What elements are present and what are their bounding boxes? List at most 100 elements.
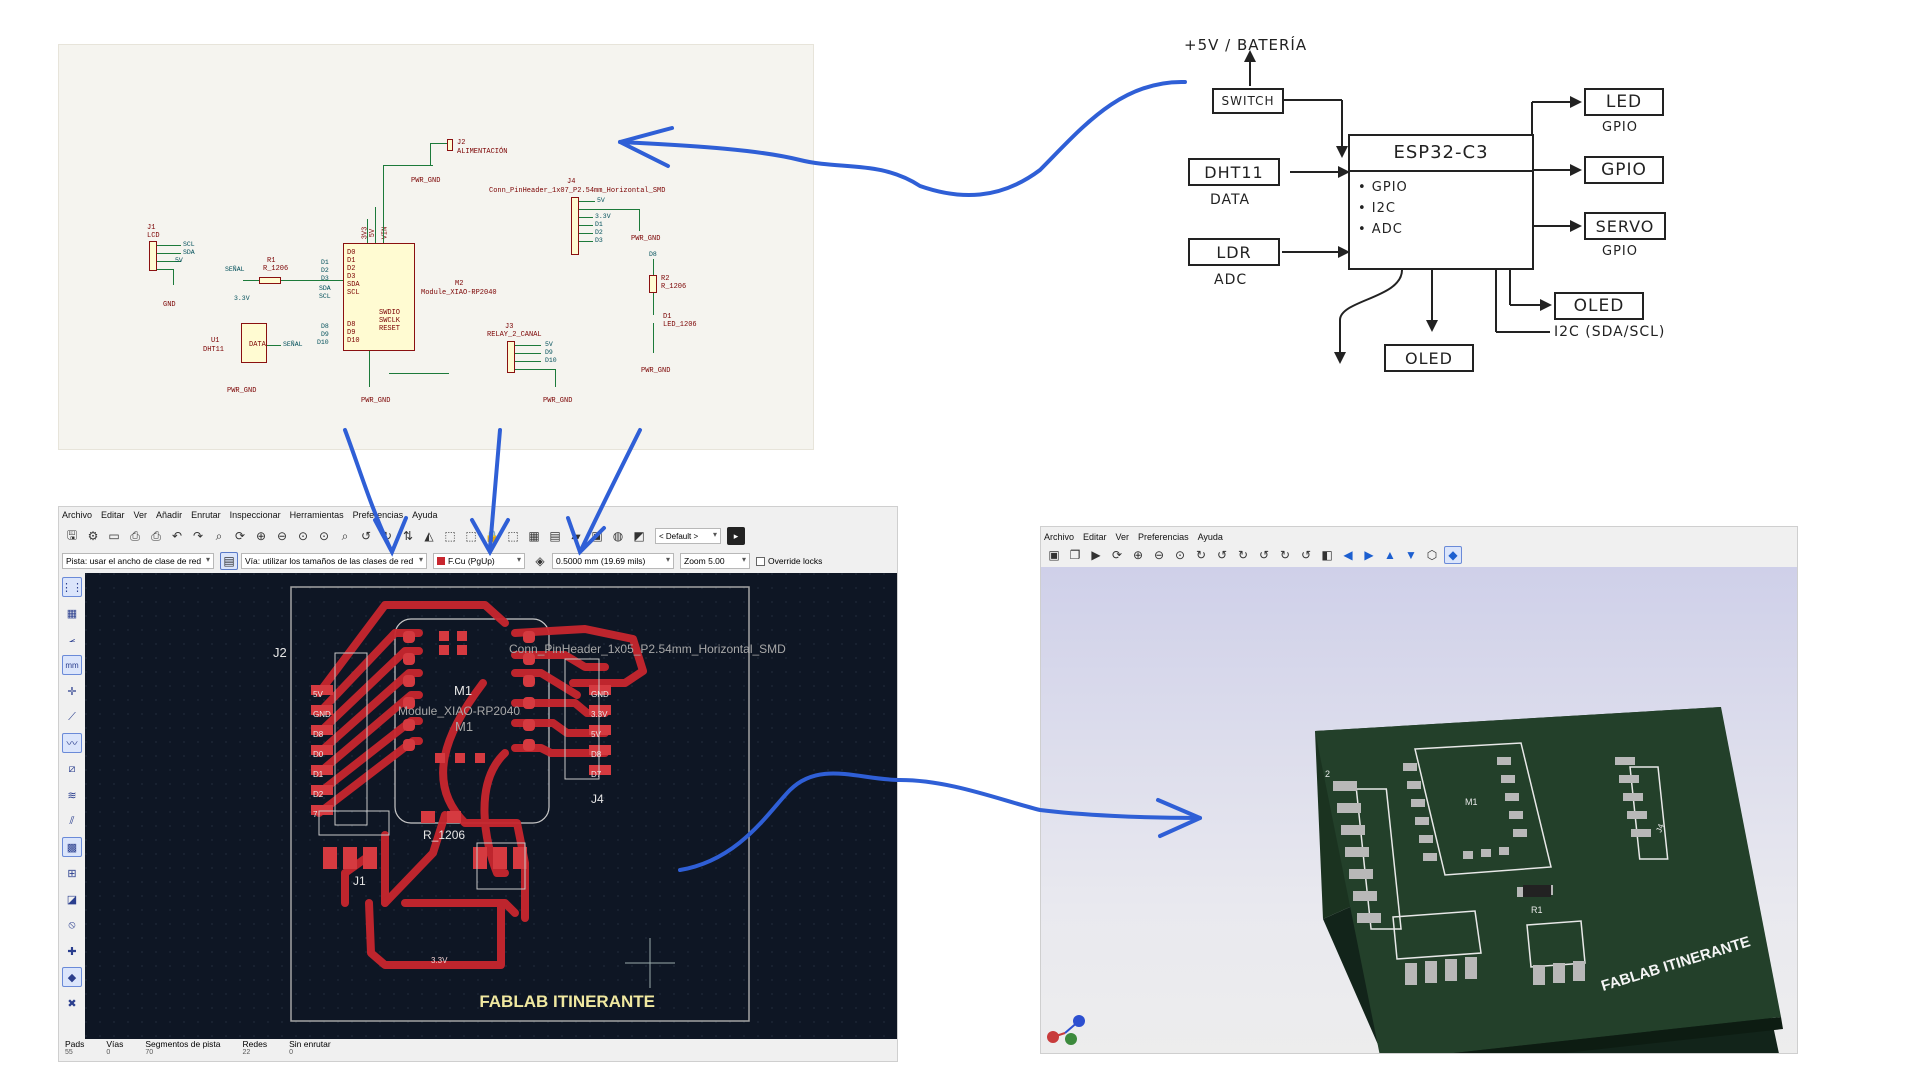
3d-copy-icon[interactable]: ❐ xyxy=(1069,548,1081,562)
via-size-select[interactable]: Vía: utilizar los tamaños de las clases … xyxy=(241,553,427,569)
ungroup-icon[interactable]: ⬚ xyxy=(465,529,477,543)
m2-pin-swdio: SWDIO xyxy=(379,309,401,317)
3d-menu-archivo[interactable]: Archivo xyxy=(1044,532,1075,542)
j3-pin-5v: 5V xyxy=(545,341,553,348)
netlist-icon[interactable]: ▦ xyxy=(528,529,540,543)
grid-overlay-icon[interactable]: ▦ xyxy=(66,607,78,620)
zoom-objects-icon[interactable]: ⊙ xyxy=(318,529,330,543)
group-icon[interactable]: ⬚ xyxy=(444,529,456,543)
3d-menu-ayuda[interactable]: Ayuda xyxy=(1197,532,1223,542)
3d-pan-left-icon[interactable]: ◀ xyxy=(1343,548,1353,562)
via-outline-icon[interactable]: ⫽ xyxy=(69,814,75,827)
layer-icon[interactable]: ◈ xyxy=(535,554,545,568)
3d-pan-down-icon[interactable]: ▼ xyxy=(1405,548,1417,562)
layer-pair-icon[interactable]: ◩ xyxy=(633,529,645,543)
scripting-icon[interactable]: ◍ xyxy=(612,529,624,543)
terminal-icon[interactable]: ▸ xyxy=(727,527,745,545)
zoom-out-icon[interactable]: ⊖ xyxy=(276,529,288,543)
mirror-icon[interactable]: ◭ xyxy=(424,529,434,543)
preset-select[interactable]: < Default > xyxy=(655,528,721,544)
grid-select[interactable]: 0.5000 mm (19.69 mils) xyxy=(552,553,674,569)
menu-preferencias[interactable]: Preferencias xyxy=(352,510,404,520)
layer-select[interactable]: F.Cu (PgUp) xyxy=(433,553,525,569)
ratsnest-icon[interactable]: ⟋ xyxy=(68,710,76,723)
pad-outline-icon[interactable]: ≋ xyxy=(67,789,77,802)
page-settings-icon[interactable]: ▭ xyxy=(108,529,120,543)
high-contrast-icon[interactable]: ▩ xyxy=(62,837,82,857)
zoom-selection-icon[interactable]: ⌕ xyxy=(341,528,349,543)
track-width-select[interactable]: Pista: usar el ancho de clase de red xyxy=(62,553,214,569)
net-color-icon[interactable]: ⊞ xyxy=(67,867,77,880)
show-zones-icon[interactable]: ⧄ xyxy=(68,762,76,775)
zoom-in-icon[interactable]: ⊕ xyxy=(255,529,267,543)
polar-coords-icon[interactable]: ⦟ xyxy=(68,632,76,645)
3d-rotate-x-ccw-icon[interactable]: ↺ xyxy=(1216,548,1228,562)
grid-dots-icon[interactable]: ⋮⋮ xyxy=(61,577,83,597)
d1-ref: D1 xyxy=(663,313,672,321)
3d-viewer-icon[interactable]: ▰ xyxy=(571,529,581,543)
m2-pin-reset: RESET xyxy=(379,325,401,333)
3d-layers-icon[interactable]: ◆ xyxy=(1444,546,1462,564)
find-icon[interactable]: ⌕ xyxy=(215,528,223,543)
rotate-cw-icon[interactable]: ↻ xyxy=(381,529,393,543)
menu-ayuda[interactable]: Ayuda xyxy=(412,510,438,520)
3d-flip-icon[interactable]: ◧ xyxy=(1321,548,1333,562)
properties-icon[interactable]: ✖ xyxy=(67,997,77,1010)
3d-zoom-out-icon[interactable]: ⊖ xyxy=(1153,548,1165,562)
lock-icon[interactable]: 🔒 xyxy=(484,529,500,543)
unlock-icon[interactable]: ⬚ xyxy=(507,529,519,543)
cursor-icon[interactable]: ✛ xyxy=(67,685,77,698)
curved-ratsnest-icon[interactable]: 〰 xyxy=(62,733,82,753)
3d-ortho-icon[interactable]: ⬡ xyxy=(1426,548,1438,562)
menu-enrutar[interactable]: Enrutar xyxy=(191,510,221,520)
drc-icon[interactable]: ▣ xyxy=(591,529,603,543)
auto-width-icon[interactable]: ▤ xyxy=(220,552,238,570)
3d-refresh-icon[interactable]: ⟳ xyxy=(1111,548,1123,562)
m2-label-d3: D3 xyxy=(321,275,329,282)
menu-anadir[interactable]: Añadir xyxy=(156,510,183,520)
save-icon[interactable]: 🖫 xyxy=(66,527,78,542)
3d-menu-editar[interactable]: Editar xyxy=(1083,532,1107,542)
3d-zoom-fit-icon[interactable]: ⊙ xyxy=(1174,548,1186,562)
menu-herramientas[interactable]: Herramientas xyxy=(289,510,344,520)
3d-raytrace-icon[interactable]: ▶ xyxy=(1091,548,1101,562)
3d-rotate-z-ccw-icon[interactable]: ↺ xyxy=(1300,548,1312,562)
3d-canvas[interactable]: M1 R1 2 J4 FABLAB ITINERANTE xyxy=(1041,567,1797,1053)
3d-rotate-x-cw-icon[interactable]: ↻ xyxy=(1195,548,1207,562)
menu-inspeccionar[interactable]: Inspeccionar xyxy=(229,510,281,520)
flip-board-icon[interactable]: ◪ xyxy=(66,893,78,906)
3d-rotate-z-cw-icon[interactable]: ↻ xyxy=(1279,548,1291,562)
rotate-ccw-icon[interactable]: ↺ xyxy=(360,529,372,543)
undo-icon[interactable]: ↶ xyxy=(171,529,183,543)
footprint-editor-icon[interactable]: ▤ xyxy=(549,529,561,543)
plot-icon[interactable]: ⎙ xyxy=(151,528,161,543)
3d-pan-right-icon[interactable]: ▶ xyxy=(1364,548,1374,562)
print-icon[interactable]: ⎙ xyxy=(130,528,140,543)
override-locks-checkbox[interactable] xyxy=(756,556,765,566)
pcb-options-bar: Pista: usar el ancho de clase de red ▤ V… xyxy=(59,550,897,572)
refresh-icon[interactable]: ⟳ xyxy=(234,529,246,543)
drc-marker-icon[interactable]: ⦸ xyxy=(68,918,76,931)
measure-icon[interactable]: ✚ xyxy=(67,945,77,958)
3d-menu-preferencias[interactable]: Preferencias xyxy=(1138,532,1189,542)
menu-editar[interactable]: Editar xyxy=(101,510,125,520)
flip-icon[interactable]: ⇅ xyxy=(402,529,414,543)
j4-pin-5v: 5V xyxy=(597,197,605,204)
3d-zoom-in-icon[interactable]: ⊕ xyxy=(1132,548,1144,562)
menu-archivo[interactable]: Archivo xyxy=(62,510,93,520)
board-setup-icon[interactable]: ⚙ xyxy=(87,529,99,543)
zoom-fit-icon[interactable]: ⊙ xyxy=(297,529,309,543)
3d-render-icon[interactable]: ▣ xyxy=(1048,548,1060,562)
m2-name: Module_XIAO-RP2040 xyxy=(421,289,497,297)
units-mm-icon[interactable]: mm xyxy=(62,655,82,675)
redo-icon[interactable]: ↷ xyxy=(192,529,204,543)
menu-ver[interactable]: Ver xyxy=(133,510,148,520)
3d-rotate-y-cw-icon[interactable]: ↻ xyxy=(1237,548,1249,562)
3d-pan-up-icon[interactable]: ▲ xyxy=(1384,548,1396,562)
3d-menu-ver[interactable]: Ver xyxy=(1115,532,1130,542)
appearance-icon[interactable]: ◆ xyxy=(62,967,82,987)
zoom-select[interactable]: Zoom 5.00 xyxy=(680,553,750,569)
3d-rotate-y-ccw-icon[interactable]: ↺ xyxy=(1258,548,1270,562)
j3-connector xyxy=(507,341,515,373)
